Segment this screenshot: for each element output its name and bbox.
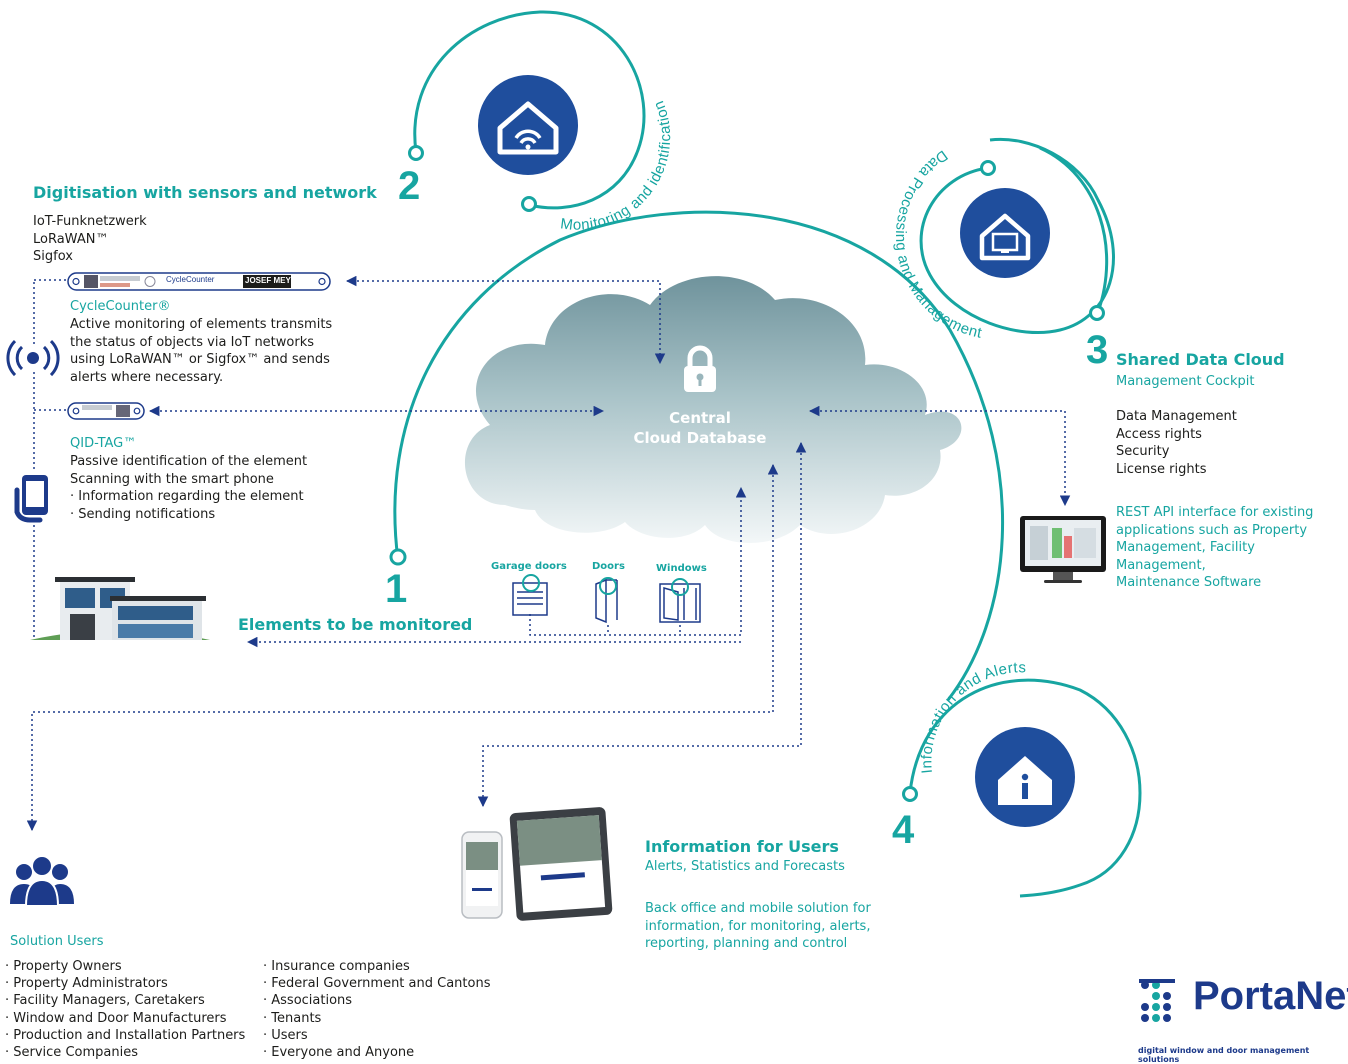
network-item: LoRaWAN™	[33, 231, 109, 247]
radio-signal-icon	[6, 339, 60, 377]
api-line: Management, Facility Management,	[1116, 540, 1255, 573]
step4-number: 4	[892, 808, 915, 852]
cyclecounter-desc: Active monitoring of elements transmits …	[70, 316, 332, 386]
qid-tag-device	[67, 402, 145, 420]
monitor-dashboard-image	[1020, 516, 1106, 583]
step1-number: 1	[385, 567, 408, 611]
step3-number: 3	[1086, 328, 1109, 372]
desc-line: the status of objects via IoT networks	[70, 334, 315, 350]
cloud-label: Central Cloud Database	[610, 408, 790, 448]
step3-node-bottom	[1089, 305, 1105, 321]
monitoring-house-icon	[478, 75, 578, 175]
api-line: Maintenance Software	[1116, 575, 1262, 590]
desc-line: Scanning with the smart phone	[70, 471, 274, 487]
network-item: Sigfox	[33, 249, 73, 264]
step4-node	[902, 786, 918, 802]
portanet-logo-text: PortaNet	[1193, 974, 1348, 1018]
user-item: · Everyone and Anyone	[263, 1045, 415, 1061]
api-line: REST API interface for existing	[1116, 505, 1314, 520]
solution-users-col1: · Property Owners · Property Administrat…	[5, 958, 245, 1061]
element-label-garage-doors: Garage doors	[491, 561, 567, 572]
smartphone-icon	[14, 475, 48, 523]
user-item: · Window and Door Manufacturers	[5, 1010, 227, 1026]
sensors-title: Digitisation with sensors and network	[33, 183, 377, 202]
step3-arc	[919, 137, 1115, 335]
cloud-feature-item: Data Management	[1116, 409, 1237, 424]
solution-users-col2: · Insurance companies · Federal Governme…	[263, 958, 490, 1061]
desc-line: reporting, planning and control	[645, 936, 848, 951]
desc-line: · Information regarding the element	[70, 489, 304, 504]
user-item: · Users	[263, 1027, 308, 1043]
user-item: · Associations	[263, 993, 353, 1009]
shared-cloud-items: Data Management Access rights Security L…	[1116, 408, 1237, 478]
garage-door-icon	[512, 574, 548, 616]
info-users-subtitle: Alerts, Statistics and Forecasts	[645, 859, 845, 874]
desc-line: Passive identification of the element	[70, 454, 308, 469]
user-item: · Federal Government and Cantons	[263, 976, 491, 992]
info-users-desc: Back office and mobile solution for info…	[645, 900, 871, 953]
rest-api-text: REST API interface for existing applicat…	[1116, 504, 1348, 592]
users-group-icon	[10, 855, 74, 907]
elements-title: Elements to be monitored	[238, 615, 473, 634]
info-house-icon	[975, 727, 1075, 827]
element-label-doors: Doors	[592, 561, 625, 572]
shared-cloud-title: Shared Data Cloud	[1116, 350, 1285, 369]
lock-icon	[684, 345, 716, 392]
cyclecounter-device-label: CycleCounter	[166, 275, 215, 284]
desc-line: information, for monitoring, alerts,	[645, 918, 871, 934]
desc-line: using LoRaWAN™ or Sigfox™ and sends	[70, 352, 330, 367]
api-line: applications such as Property	[1116, 522, 1308, 538]
data-house-icon	[960, 188, 1050, 278]
data-flow-lines	[26, 275, 1071, 832]
user-item: · Service Companies	[5, 1045, 138, 1061]
step3-node-top	[980, 160, 996, 176]
cyclecounter-name: CycleCounter®	[70, 299, 171, 314]
desc-line: Active monitoring of elements transmits	[70, 317, 333, 332]
cloud-feature-item: License rights	[1116, 461, 1207, 477]
cloud-label-line2: Cloud Database	[633, 429, 767, 447]
portanet-logo-mark	[1139, 979, 1175, 1022]
desc-line: alerts where necessary.	[70, 369, 224, 385]
step2-number: 2	[398, 164, 421, 208]
step2-arc	[413, 10, 646, 210]
user-item: · Facility Managers, Caretakers	[5, 993, 205, 1009]
user-item: · Insurance companies	[263, 959, 410, 974]
desc-line: · Sending notifications	[70, 506, 216, 522]
step4-arc	[908, 678, 1142, 898]
network-list: IoT-Funknetzwerk LoRaWAN™ Sigfox	[33, 213, 147, 266]
main-process-arc	[393, 210, 1005, 701]
mobile-devices-image	[461, 807, 613, 921]
cloud-feature-item: Access rights	[1116, 426, 1202, 442]
window-icon	[659, 578, 701, 623]
door-icon	[595, 577, 618, 624]
qidtag-name: QID-TAG™	[70, 436, 137, 451]
portanet-tagline: digital window and door management solut…	[1138, 1046, 1310, 1064]
user-item: · Production and Installation Partners	[5, 1027, 246, 1043]
step1-node	[389, 548, 407, 566]
info-users-title: Information for Users	[645, 837, 839, 856]
cloud-label-line1: Central	[669, 409, 731, 427]
step2-node-bottom	[521, 196, 537, 212]
user-item: · Property Owners	[5, 959, 122, 974]
user-item: · Property Administrators	[5, 976, 168, 992]
network-item: IoT-Funknetzwerk	[33, 214, 147, 229]
solution-users-title: Solution Users	[10, 934, 104, 949]
building-illustration	[30, 577, 210, 640]
device-brand: JOSEF MEYER	[245, 276, 302, 285]
cyclecounter-device	[67, 272, 331, 291]
shared-cloud-subtitle: Management Cockpit	[1116, 374, 1255, 389]
step2-node-top	[408, 145, 424, 161]
cloud-feature-item: Security	[1116, 444, 1170, 459]
qidtag-desc: Passive identification of the element Sc…	[70, 453, 307, 523]
desc-line: Back office and mobile solution for	[645, 901, 871, 916]
user-item: · Tenants	[263, 1010, 322, 1026]
element-label-windows: Windows	[656, 563, 707, 574]
